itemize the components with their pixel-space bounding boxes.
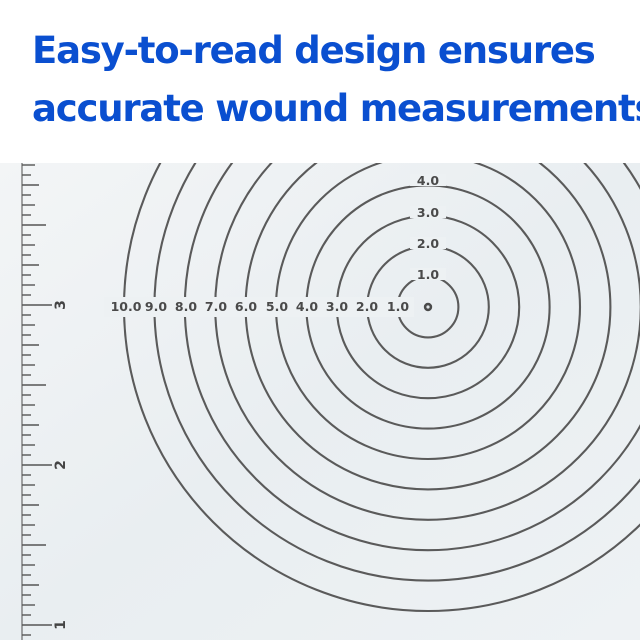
- headline: Easy-to-read design ensures accurate wou…: [0, 0, 640, 160]
- ring-label-7: 7.0: [205, 299, 227, 314]
- horizontal-labels: 10.0 9.0 8.0 7.0 6.0 5.0 4.0 3.0 2.0 1.0: [104, 297, 414, 317]
- ring-label-vertical-2: 2.0: [417, 236, 439, 251]
- ring-label-6: 6.0: [235, 299, 257, 314]
- ring-label-4: 4.0: [296, 299, 318, 314]
- ruler: 3 2 1: [21, 163, 69, 640]
- ring-label-2: 2.0: [356, 299, 378, 314]
- ring-label-1: 1.0: [387, 299, 409, 314]
- vertical-labels: 4.0 3.0 2.0 1.0: [410, 173, 446, 282]
- center-mark: [423, 302, 433, 312]
- ring-label-10: 10.0: [111, 299, 142, 314]
- ruler-ticks: [22, 164, 52, 636]
- ruler-number-1: 1: [53, 620, 69, 630]
- measuring-guide-photo: 3 2 1 4.0 3.0 2.0 1.0 10.0 9.0 8.0: [0, 163, 640, 640]
- ring-label-9: 9.0: [145, 299, 167, 314]
- ring-label-vertical-3: 3.0: [417, 205, 439, 220]
- measuring-guide-svg: 3 2 1 4.0 3.0 2.0 1.0 10.0 9.0 8.0: [0, 163, 640, 640]
- ring-label-8: 8.0: [175, 299, 197, 314]
- ring-label-5: 5.0: [266, 299, 288, 314]
- ruler-number-2: 2: [53, 460, 69, 470]
- headline-line-1: Easy-to-read design ensures: [32, 29, 596, 72]
- guide-background: [0, 163, 640, 640]
- ring-label-3: 3.0: [326, 299, 348, 314]
- ring-label-vertical-4: 4.0: [417, 173, 439, 188]
- ring-label-vertical-1: 1.0: [417, 267, 439, 282]
- headline-line-2: accurate wound measurements: [32, 87, 640, 130]
- ruler-number-3: 3: [53, 300, 69, 310]
